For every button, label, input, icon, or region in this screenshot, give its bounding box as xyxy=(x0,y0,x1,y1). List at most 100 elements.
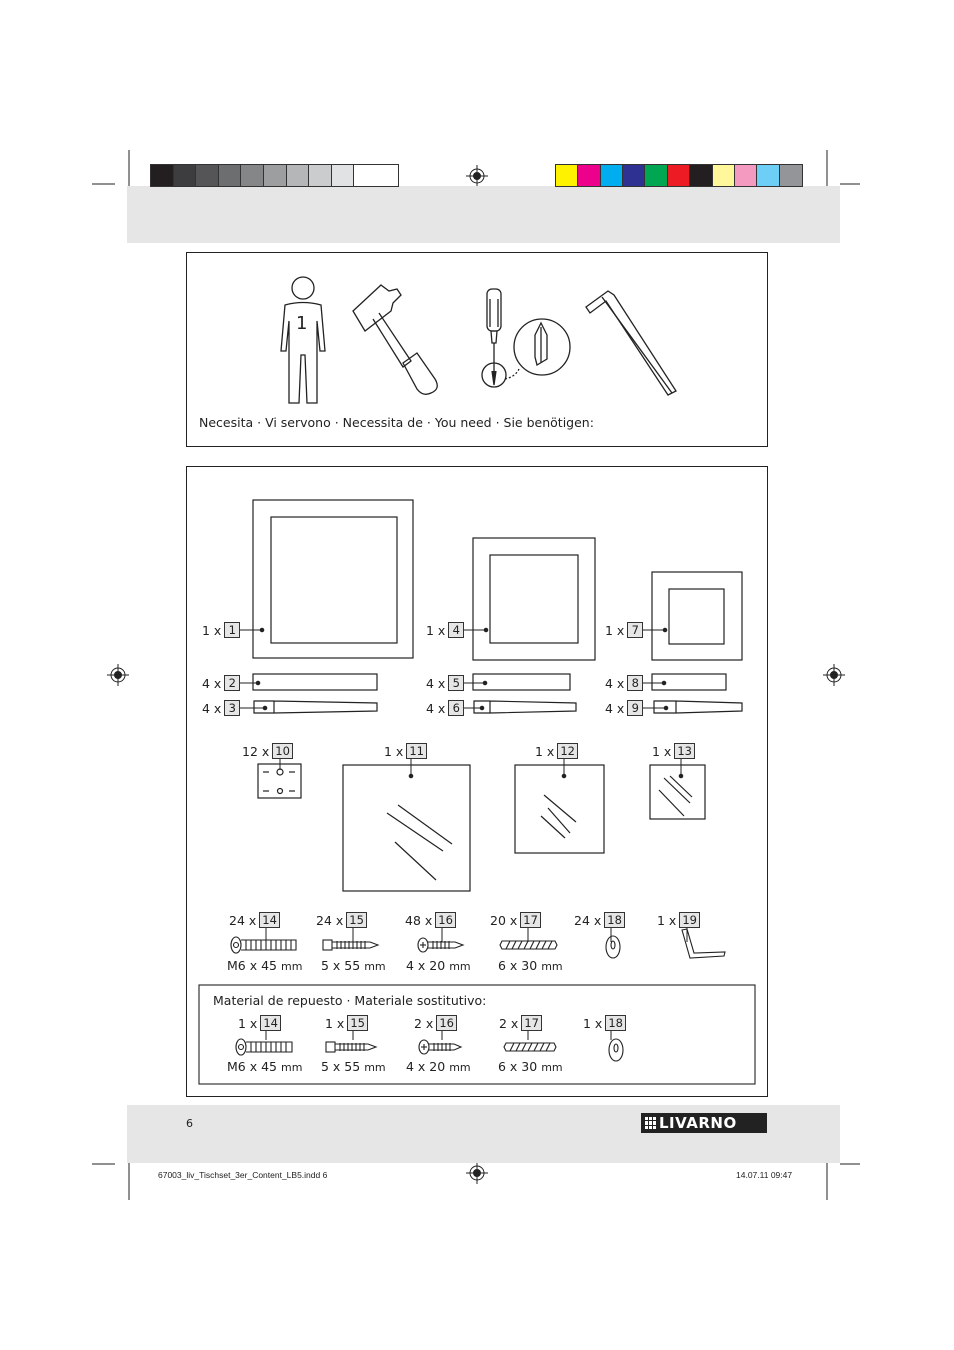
registration-mark-right xyxy=(823,664,845,686)
parts-panel xyxy=(186,466,768,1097)
hammer-icon xyxy=(352,284,438,395)
part-number: 16 xyxy=(435,912,456,928)
screw-15 xyxy=(322,939,380,951)
page-number: 6 xyxy=(186,1117,193,1130)
part-number: 6 xyxy=(448,700,465,716)
color-swatch xyxy=(196,165,219,186)
part-number: 2 xyxy=(224,675,241,691)
color-swatch xyxy=(779,165,802,186)
logo-text: LIVARNO xyxy=(659,1114,737,1132)
spare-washer-18 xyxy=(608,1038,624,1062)
glass-large xyxy=(342,764,471,892)
washer-18 xyxy=(605,935,621,959)
dowel-17 xyxy=(499,940,558,950)
part-number: 10 xyxy=(272,743,293,759)
color-swatch xyxy=(690,165,713,186)
registration-mark-bottom xyxy=(466,1162,488,1184)
spare-parts-title: Material de repuesto · Materiale sostitu… xyxy=(213,993,487,1008)
part-number: 15 xyxy=(347,1015,368,1031)
color-swatch xyxy=(218,165,242,186)
rail-2 xyxy=(252,673,378,691)
livarno-logo: LIVARNO xyxy=(641,1113,767,1133)
screw-16 xyxy=(417,937,465,953)
part-number: 7 xyxy=(627,622,644,638)
spare-size-15: 5 x 55 mm xyxy=(321,1059,386,1074)
part-number: 11 xyxy=(406,743,427,759)
part-number: 19 xyxy=(679,912,700,928)
frame-large xyxy=(252,499,414,659)
spare-size-17: 6 x 30 mm xyxy=(498,1059,563,1074)
color-swatch xyxy=(173,165,197,186)
color-swatch xyxy=(286,165,310,186)
footer-filename: 67003_liv_Tischset_3er_Content_LB5.indd … xyxy=(158,1170,328,1180)
part-number: 18 xyxy=(604,912,625,928)
size-label-16: 4 x 20 mm xyxy=(406,958,471,973)
person-icon xyxy=(280,276,326,404)
part-number: 16 xyxy=(436,1015,457,1031)
spare-screw-15 xyxy=(325,1041,378,1053)
glass-small xyxy=(649,764,706,820)
part-number: 8 xyxy=(627,675,644,691)
leg-6 xyxy=(473,700,577,714)
part-number: 14 xyxy=(260,1015,281,1031)
color-swatch xyxy=(712,165,735,186)
part-number: 17 xyxy=(520,912,541,928)
person-count: 1 xyxy=(296,313,308,334)
part-number: 18 xyxy=(605,1015,626,1031)
part-number: 12 xyxy=(557,743,578,759)
color-swatch xyxy=(645,165,668,186)
bolt-14 xyxy=(230,936,297,954)
part-number: 9 xyxy=(627,700,644,716)
part-number: 14 xyxy=(259,912,280,928)
spare-screw-16 xyxy=(418,1039,463,1055)
color-swatch xyxy=(331,165,355,186)
spare-size-14: M6 x 45 mm xyxy=(227,1059,303,1074)
spare-bolt-14 xyxy=(235,1038,293,1056)
color-swatch xyxy=(263,165,287,186)
leg-3 xyxy=(253,700,378,714)
part-number: 13 xyxy=(674,743,695,759)
tools-panel: 1 Necesita · Vi servono · Necessita de · xyxy=(186,252,768,447)
part-number: 17 xyxy=(521,1015,542,1031)
part-number: 15 xyxy=(346,912,367,928)
registration-mark-top xyxy=(466,165,488,187)
color-swatch xyxy=(734,165,758,186)
part-number: 1 xyxy=(224,622,241,638)
color-swatch xyxy=(151,165,174,186)
size-label-15: 5 x 55 mm xyxy=(321,958,386,973)
rail-5 xyxy=(472,673,571,691)
color-swatch xyxy=(667,165,691,186)
process-color-bar xyxy=(555,164,803,187)
color-swatch xyxy=(757,165,780,186)
frame-medium xyxy=(472,537,596,661)
rail-8 xyxy=(651,673,727,691)
size-label-17: 6 x 30 mm xyxy=(498,958,563,973)
logo-mark-icon xyxy=(645,1117,656,1129)
color-swatch xyxy=(556,165,579,186)
spare-size-16: 4 x 20 mm xyxy=(406,1059,471,1074)
frame-small xyxy=(651,571,743,661)
allen-key-icon xyxy=(585,290,677,396)
color-swatch xyxy=(309,165,332,186)
glass-medium xyxy=(514,764,605,854)
spare-dowel-17 xyxy=(503,1042,557,1052)
